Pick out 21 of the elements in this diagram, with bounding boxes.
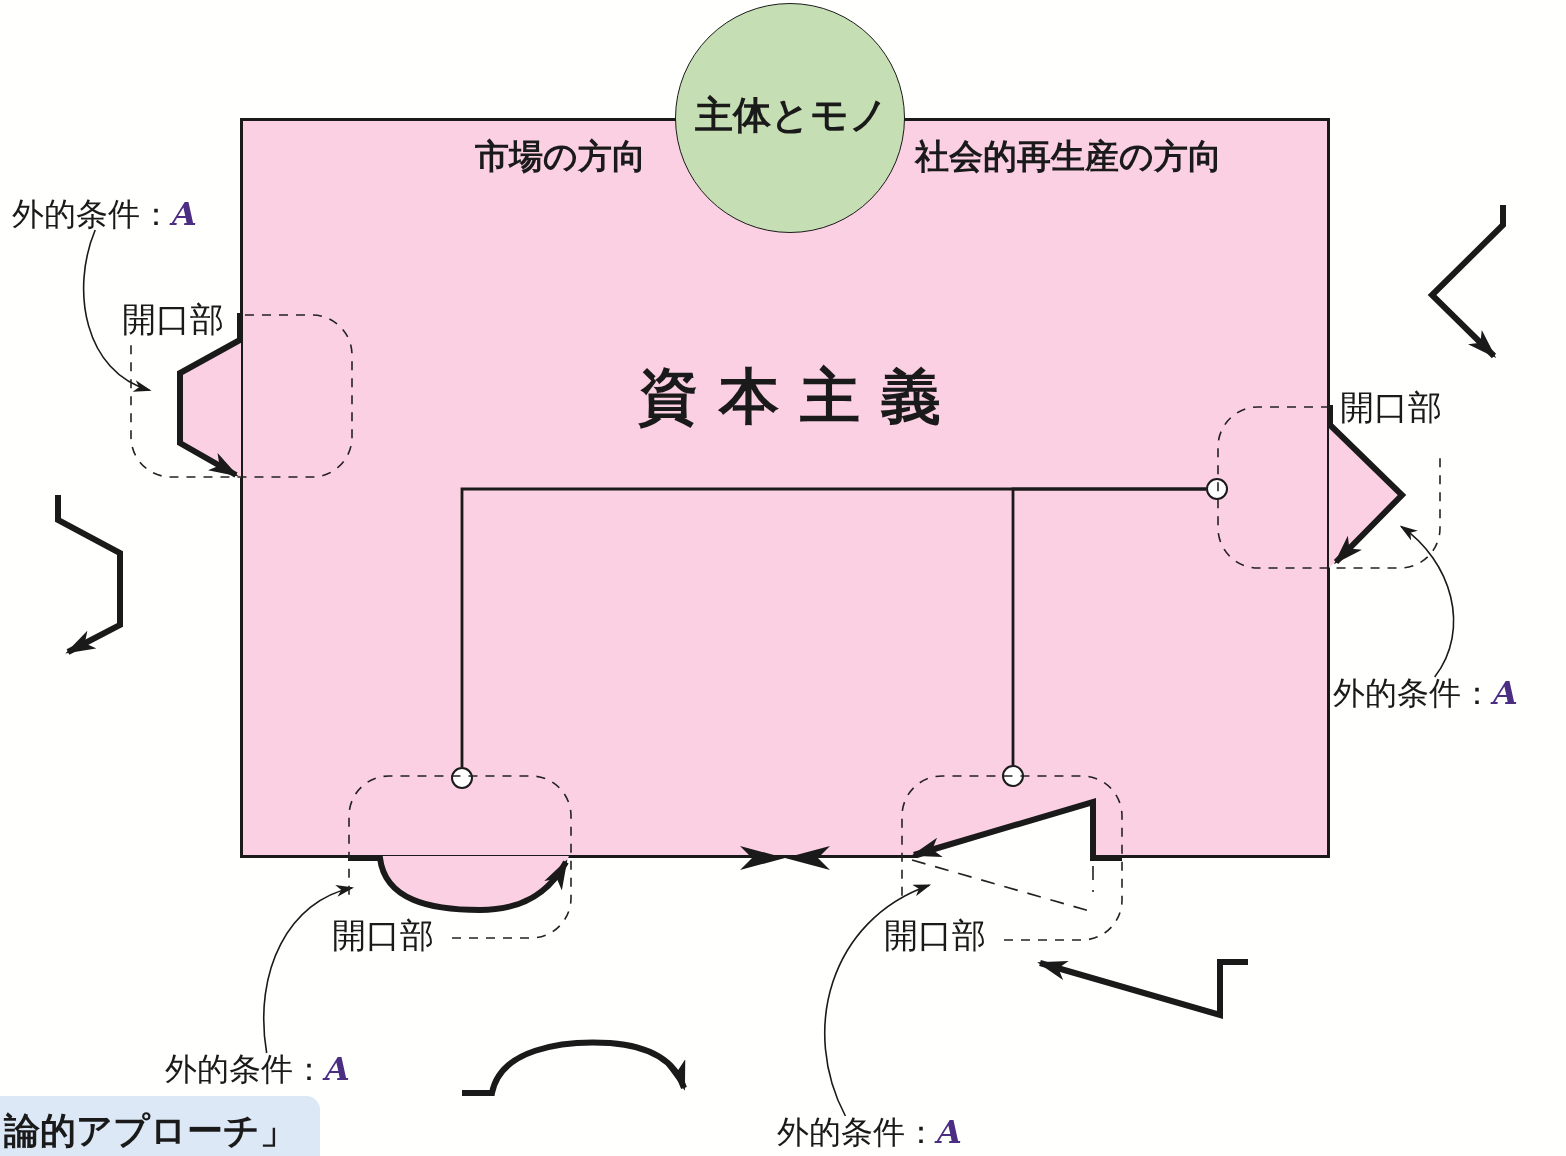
opening-label: 開口部: [884, 918, 986, 952]
curved-arrow: [82, 229, 152, 392]
direction-label: 市場の方向: [475, 139, 646, 173]
condition-label: 外的条件：A: [777, 1116, 962, 1148]
opening-label: 開口部: [332, 918, 434, 952]
curved-arrow: [263, 886, 354, 1054]
circle-label: 主体とモノ: [694, 96, 888, 134]
curved-arrow: [824, 884, 932, 1117]
opening-label: 開口部: [1340, 390, 1442, 424]
opening-label: 開口部: [122, 302, 224, 336]
curved-arrow: [1399, 525, 1455, 678]
condition-label: 外的条件：A: [1333, 677, 1518, 709]
condition-label: 外的条件：A: [165, 1053, 350, 1085]
junction-circle: [451, 767, 473, 789]
junction-circle: [1206, 478, 1228, 500]
junction-circle: [1002, 765, 1024, 787]
connector-line: [1011, 487, 1206, 765]
condition-label: 外的条件：A: [12, 198, 197, 230]
label-box: [0, 1096, 320, 1156]
direction-label: 社会的再生産の方向: [915, 139, 1222, 173]
heading-text: 論的アプローチ」: [4, 1112, 296, 1148]
